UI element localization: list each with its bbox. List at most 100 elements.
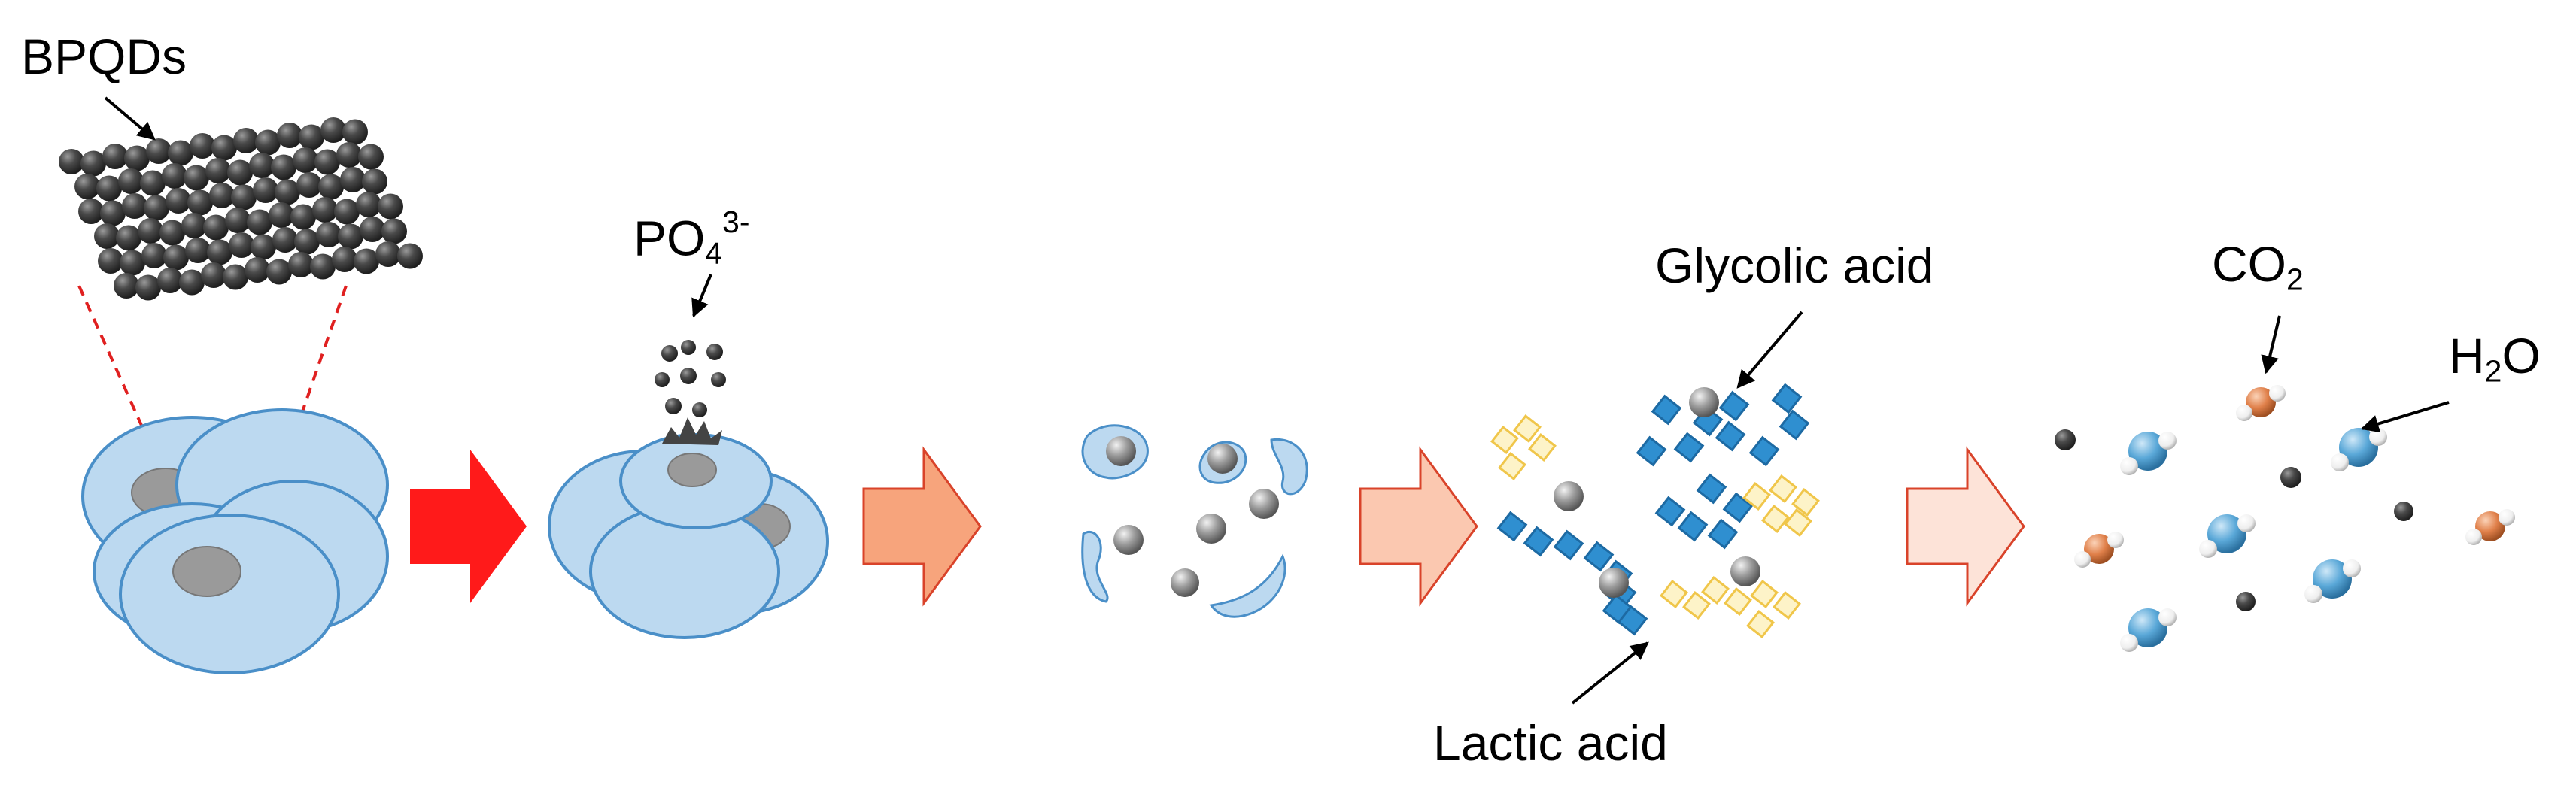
process-arrow-1 (410, 450, 527, 603)
water-molecule (2120, 432, 2177, 475)
glycolic-acid-square (1673, 432, 1705, 463)
glycolic-acid-square (1617, 605, 1648, 636)
process-arrow-3 (1359, 446, 1478, 607)
cell (619, 433, 773, 529)
phosphate-label-superscript: 3- (722, 205, 750, 239)
lactic-acid-square (1660, 580, 1688, 608)
carbon-atom (2084, 534, 2114, 564)
phosphate-dot (681, 340, 696, 355)
bpqd-dot (78, 199, 104, 224)
bp-fragment (2394, 502, 2413, 521)
bpqd-dot (168, 140, 193, 166)
bp-fragment (2236, 592, 2256, 611)
bpqd-dot (140, 170, 166, 196)
bp-particle (1554, 481, 1584, 511)
phosphate-particles (655, 340, 726, 417)
cell (119, 514, 340, 674)
glycolic-acid-square (1651, 394, 1682, 426)
bpqds-pointer-arrow (104, 96, 156, 141)
bpqd-dot (296, 172, 322, 198)
bp-fragment (2280, 467, 2301, 488)
bpqd-dot (98, 248, 123, 274)
bpqd-dot (201, 262, 226, 288)
glycolic-acid-square (1553, 529, 1584, 561)
bpqd-dot (290, 204, 316, 230)
bpqd-dot (227, 159, 253, 186)
bpqd-dot (316, 222, 342, 247)
bpqd-dot (209, 183, 235, 208)
bpqd-dot (135, 274, 161, 301)
oxygen-atom (2128, 432, 2167, 471)
glycolic-acid-pointer-arrow (1736, 311, 1803, 389)
hydrogen-atom (2120, 457, 2138, 475)
bp-particle (1599, 568, 1629, 598)
bpqd-dot (342, 119, 368, 145)
nucleus (172, 546, 242, 597)
co2-molecule (2236, 385, 2286, 421)
h2o-label-subscript: 2 (2484, 353, 2502, 389)
bpqd-dot (207, 239, 232, 265)
lactic-acid-square (1791, 488, 1820, 517)
bpqd-dot (255, 129, 281, 156)
glycolic-acid-square (1707, 518, 1739, 550)
process-arrow-2 (862, 446, 982, 607)
oxygen-atom (2128, 608, 2167, 647)
bpqd-dot (356, 192, 381, 217)
hydrogen-atom (2199, 540, 2217, 558)
bpqd-dot (272, 227, 298, 253)
bpqd-dot (340, 167, 366, 192)
water-molecule (2304, 559, 2361, 603)
glycolic-acid-square (1523, 526, 1554, 557)
bpqd-dot (141, 243, 167, 268)
bp-particles-free (1106, 436, 1279, 597)
hydrogen-atom (2237, 514, 2256, 532)
bpqd-dot (144, 195, 169, 221)
glycolic-acid-square (1722, 492, 1754, 523)
co2-label: CO2 (2212, 239, 2304, 295)
bp-particle (1171, 568, 1199, 597)
oxygen-atom (2207, 514, 2246, 553)
bpqd-dot (336, 142, 362, 168)
bpqd-dot (381, 218, 407, 244)
glycolic-acid-square (1779, 409, 1810, 441)
lactic-acid-label: Lactic acid (1433, 715, 1668, 771)
hydrogen-atom (2120, 634, 2138, 652)
final-molecules (2055, 385, 2515, 652)
h2o-label: H2O (2449, 331, 2541, 386)
co2-molecule (2465, 509, 2515, 545)
bpqd-dot (185, 238, 211, 263)
cell-cluster-intact (81, 408, 389, 674)
bpqd-dot (138, 218, 163, 244)
oxygen-atom (2499, 509, 2515, 526)
oxygen-atom (2465, 529, 2482, 545)
process-arrow-4 (1906, 446, 2025, 607)
bpqd-dot (320, 117, 346, 143)
hydrogen-atom (2304, 585, 2322, 603)
oxygen-atom (2236, 405, 2252, 421)
bpqd-dot (275, 179, 300, 205)
glycolic-acid-square (1748, 435, 1780, 467)
bpqd-dot (159, 220, 185, 246)
glycolic-acid-square (1677, 511, 1709, 542)
lactic-acid-square (1769, 474, 1797, 503)
bpqd-dot (233, 128, 259, 153)
bpqd-dot (203, 214, 229, 241)
glycolic-acid-square (1771, 383, 1803, 414)
bpqd-dot (269, 202, 294, 228)
membrane-rupture (662, 417, 722, 445)
glycolic-acid-square (1636, 435, 1667, 467)
bpqd-dot (229, 232, 254, 258)
bpqd-dot (288, 252, 314, 277)
bpqd-dot (354, 248, 379, 274)
co2-label-base: CO (2212, 236, 2286, 292)
h2o-label-h: H (2449, 328, 2485, 383)
bpqd-dot (181, 213, 207, 238)
oxygen-atom (2107, 532, 2124, 548)
water-molecule (2199, 514, 2256, 558)
bpqd-dot (277, 123, 302, 148)
oxygen-atom (2074, 551, 2091, 568)
glycolic-acid-square (1496, 511, 1528, 542)
phosphate-label: PO43- (633, 207, 750, 269)
bpqd-dot (96, 175, 122, 202)
cell-cluster-releasing (548, 417, 829, 639)
